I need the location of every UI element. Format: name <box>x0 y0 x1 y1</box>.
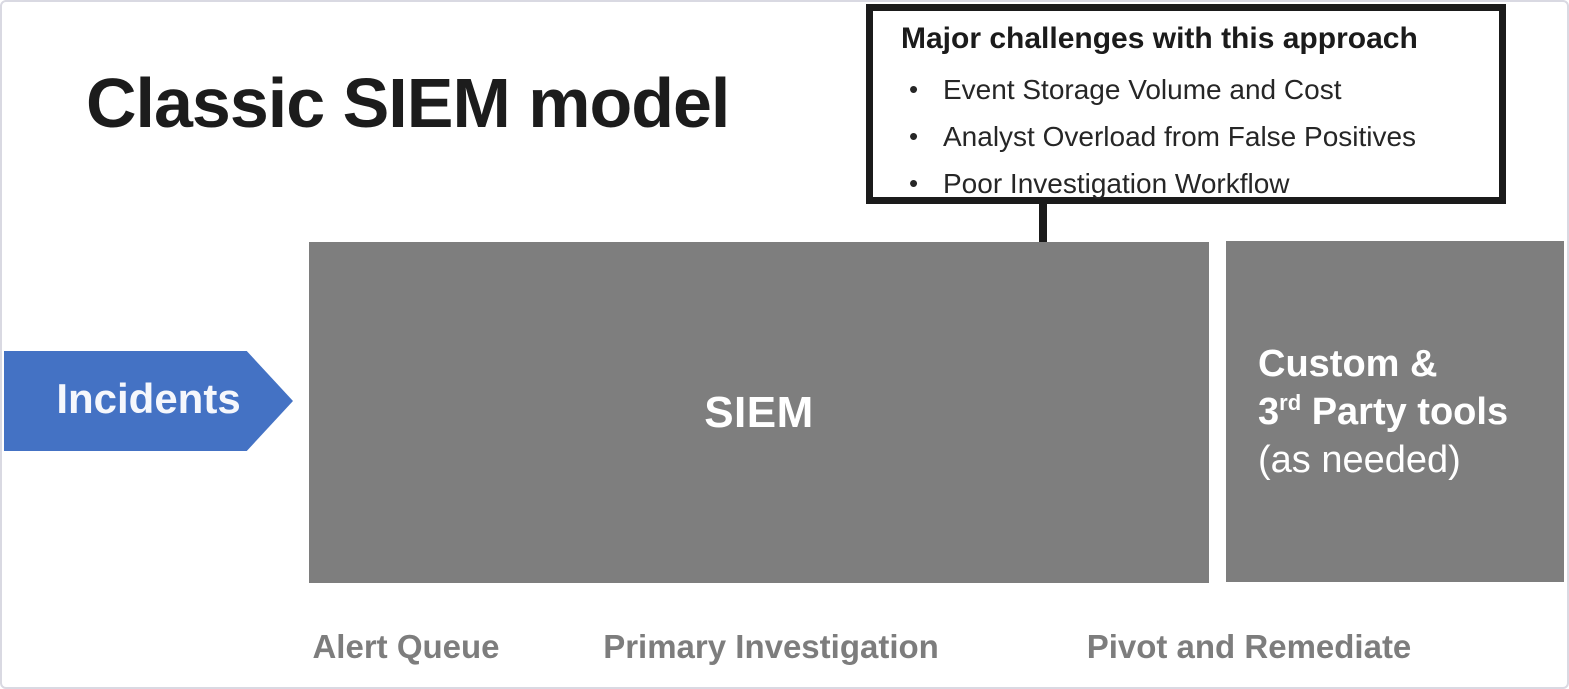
callout-bullet-list: Event Storage Volume and Cost Analyst Ov… <box>901 66 1481 207</box>
callout-bullet-item: Analyst Overload from False Positives <box>901 113 1481 160</box>
incidents-label: Incidents <box>56 375 241 422</box>
slide-title: Classic SIEM model <box>86 64 730 142</box>
siem-box: SIEM <box>309 242 1209 583</box>
stage-label-primary-investigation: Primary Investigation <box>603 628 939 665</box>
siem-label: SIEM <box>704 387 814 437</box>
incidents-arrow: Incidents <box>4 351 293 451</box>
custom-tools-line2-ordinal: rd <box>1279 389 1302 415</box>
custom-tools-line2-rest: Party tools <box>1301 390 1509 433</box>
custom-tools-line1: Custom & <box>1258 342 1438 385</box>
callout-heading: Major challenges with this approach <box>901 22 1418 55</box>
challenges-callout: Major challenges with this approach Even… <box>866 4 1506 207</box>
custom-tools-line3: (as needed) <box>1258 438 1461 481</box>
custom-tools-box: Custom & 3rd Party tools (as needed) <box>1226 241 1564 582</box>
custom-tools-line2: 3rd Party tools <box>1258 388 1564 436</box>
custom-tools-line2-number: 3 <box>1258 390 1280 433</box>
callout-bullet-item: Event Storage Volume and Cost <box>901 66 1481 113</box>
stage-label-pivot-and-remediate: Pivot and Remediate <box>1086 628 1412 665</box>
stage-label-alert-queue: Alert Queue <box>312 628 500 665</box>
callout-connector-line <box>1039 202 1047 264</box>
callout-bullet-item: Poor Investigation Workflow <box>901 160 1481 207</box>
